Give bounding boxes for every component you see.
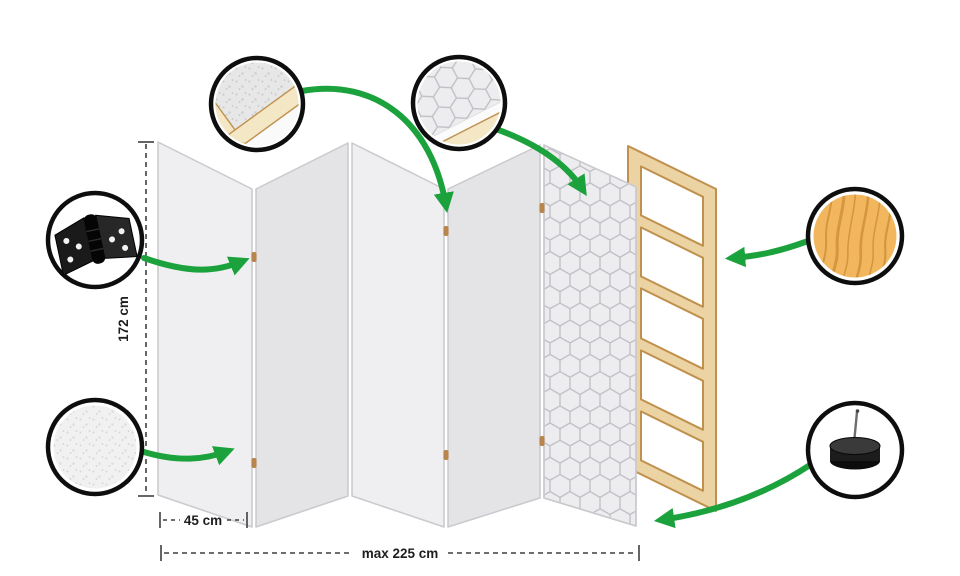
dimension-labels: 172 cm 45 cm max 225 cm [116,296,438,561]
screen-panel-2 [255,142,349,528]
wood-base [813,194,897,278]
hinge-dot [539,203,545,213]
foot-icon [829,409,881,470]
hinge-dot [443,226,449,236]
callout-foot [805,400,905,500]
screen-panel-4 [447,144,541,528]
hinge-dot [251,458,257,468]
hinge-dot [443,450,449,460]
callout-wood [805,186,905,286]
total-width-dimension [160,545,640,561]
fleece-icon [53,405,137,489]
arrow-hinge [141,255,250,276]
screen-hinges [251,203,545,468]
screen-panel-5-pattern [543,144,637,527]
folding-screen [157,141,637,528]
hinge-dot [539,436,545,446]
callout-arrows [141,85,813,529]
panel-width-label: 45 cm [184,513,222,528]
height-label: 172 cm [116,296,131,342]
panel-width-dimension [159,512,248,528]
arrow-wood [724,238,811,268]
callout-fleece [45,397,145,497]
screen-panel-3 [351,142,445,528]
arrow-foot [653,462,813,529]
arrow-fleece [141,446,235,466]
frame-ladder [627,145,717,512]
callout-frame-corner [208,55,306,153]
screen-panel-1 [157,141,253,528]
wooden-frame [627,145,717,512]
arrow-frame-corner [299,85,454,214]
hinge-dot [251,252,257,262]
callout-pattern-corner [410,54,508,152]
height-dimension [138,141,154,497]
hinge-icon [54,214,138,277]
arrow-pattern-corner [493,126,587,197]
total-width-label: max 225 cm [362,546,439,561]
callout-hinge [45,190,145,290]
dimensions [138,141,640,561]
